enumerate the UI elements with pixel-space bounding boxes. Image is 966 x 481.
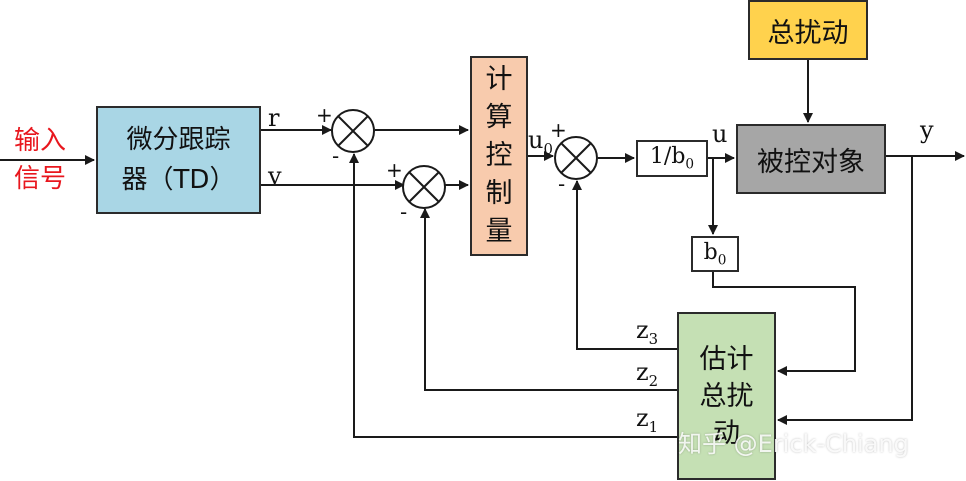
input-label-line2: 信号 bbox=[14, 164, 67, 194]
total-disturbance-block: 总扰动 bbox=[748, 0, 868, 60]
signal-u0-label: u0 bbox=[528, 126, 553, 158]
eso-label-line2: 总扰 bbox=[699, 380, 754, 412]
junction3-plus-sign: + bbox=[550, 118, 567, 142]
input-label-line1: 输入 bbox=[14, 126, 67, 156]
wire-b0-out bbox=[712, 272, 856, 376]
controller-char-2: 算 bbox=[485, 102, 513, 133]
watermark: 知乎 @Erick-Chiang bbox=[678, 430, 909, 458]
signal-z1-label: z1 bbox=[636, 404, 659, 436]
b0-sub: 0 bbox=[717, 252, 727, 269]
controller-char-3: 控 bbox=[485, 140, 513, 171]
wire-y-feedback bbox=[777, 156, 913, 425]
signal-u-label: u bbox=[712, 120, 728, 148]
b0-gain-block: b0 bbox=[691, 236, 739, 272]
wire-z2 bbox=[420, 208, 677, 391]
junction1-minus-sign: - bbox=[332, 144, 340, 168]
controller-char-1: 计 bbox=[485, 64, 513, 95]
signal-v-label: v bbox=[268, 162, 282, 190]
signal-z3-label: z3 bbox=[636, 316, 659, 348]
eso-block: 估计 总扰 动 bbox=[677, 312, 776, 480]
junction2-minus-sign: - bbox=[400, 200, 408, 224]
td-label-line2: 器（TD） bbox=[121, 165, 236, 195]
signal-z2-label: z2 bbox=[636, 358, 659, 390]
gain-main: 1/b bbox=[649, 144, 686, 170]
controller-char-5: 量 bbox=[485, 216, 513, 247]
signal-r-label: r bbox=[268, 104, 280, 132]
wire-z3 bbox=[572, 180, 677, 350]
controller-char-4: 制 bbox=[485, 178, 513, 209]
gain-sub: 0 bbox=[685, 156, 695, 173]
disturbance-label: 总扰动 bbox=[767, 17, 849, 49]
junction1-plus-sign: + bbox=[316, 103, 333, 127]
input-signal-label: 输入 信号 bbox=[14, 122, 66, 198]
eso-label-line1: 估计 bbox=[699, 343, 754, 375]
plant-block: 被控对象 bbox=[736, 124, 886, 194]
b0-main: b bbox=[703, 239, 718, 265]
td-block: 微分跟踪 器（TD） bbox=[96, 106, 261, 214]
plant-label: 被控对象 bbox=[757, 146, 865, 178]
signal-y-label: y bbox=[920, 116, 934, 144]
td-label-line1: 微分跟踪 bbox=[126, 125, 231, 155]
controller-block: 计 算 控 制 量 bbox=[470, 56, 528, 256]
inverse-gain-block: 1/b0 bbox=[636, 140, 708, 177]
junction3-minus-sign: - bbox=[558, 172, 566, 196]
eso-label-line3: 动 bbox=[713, 417, 740, 449]
wire-z1 bbox=[349, 153, 677, 438]
junction2-plus-sign: + bbox=[386, 158, 403, 182]
